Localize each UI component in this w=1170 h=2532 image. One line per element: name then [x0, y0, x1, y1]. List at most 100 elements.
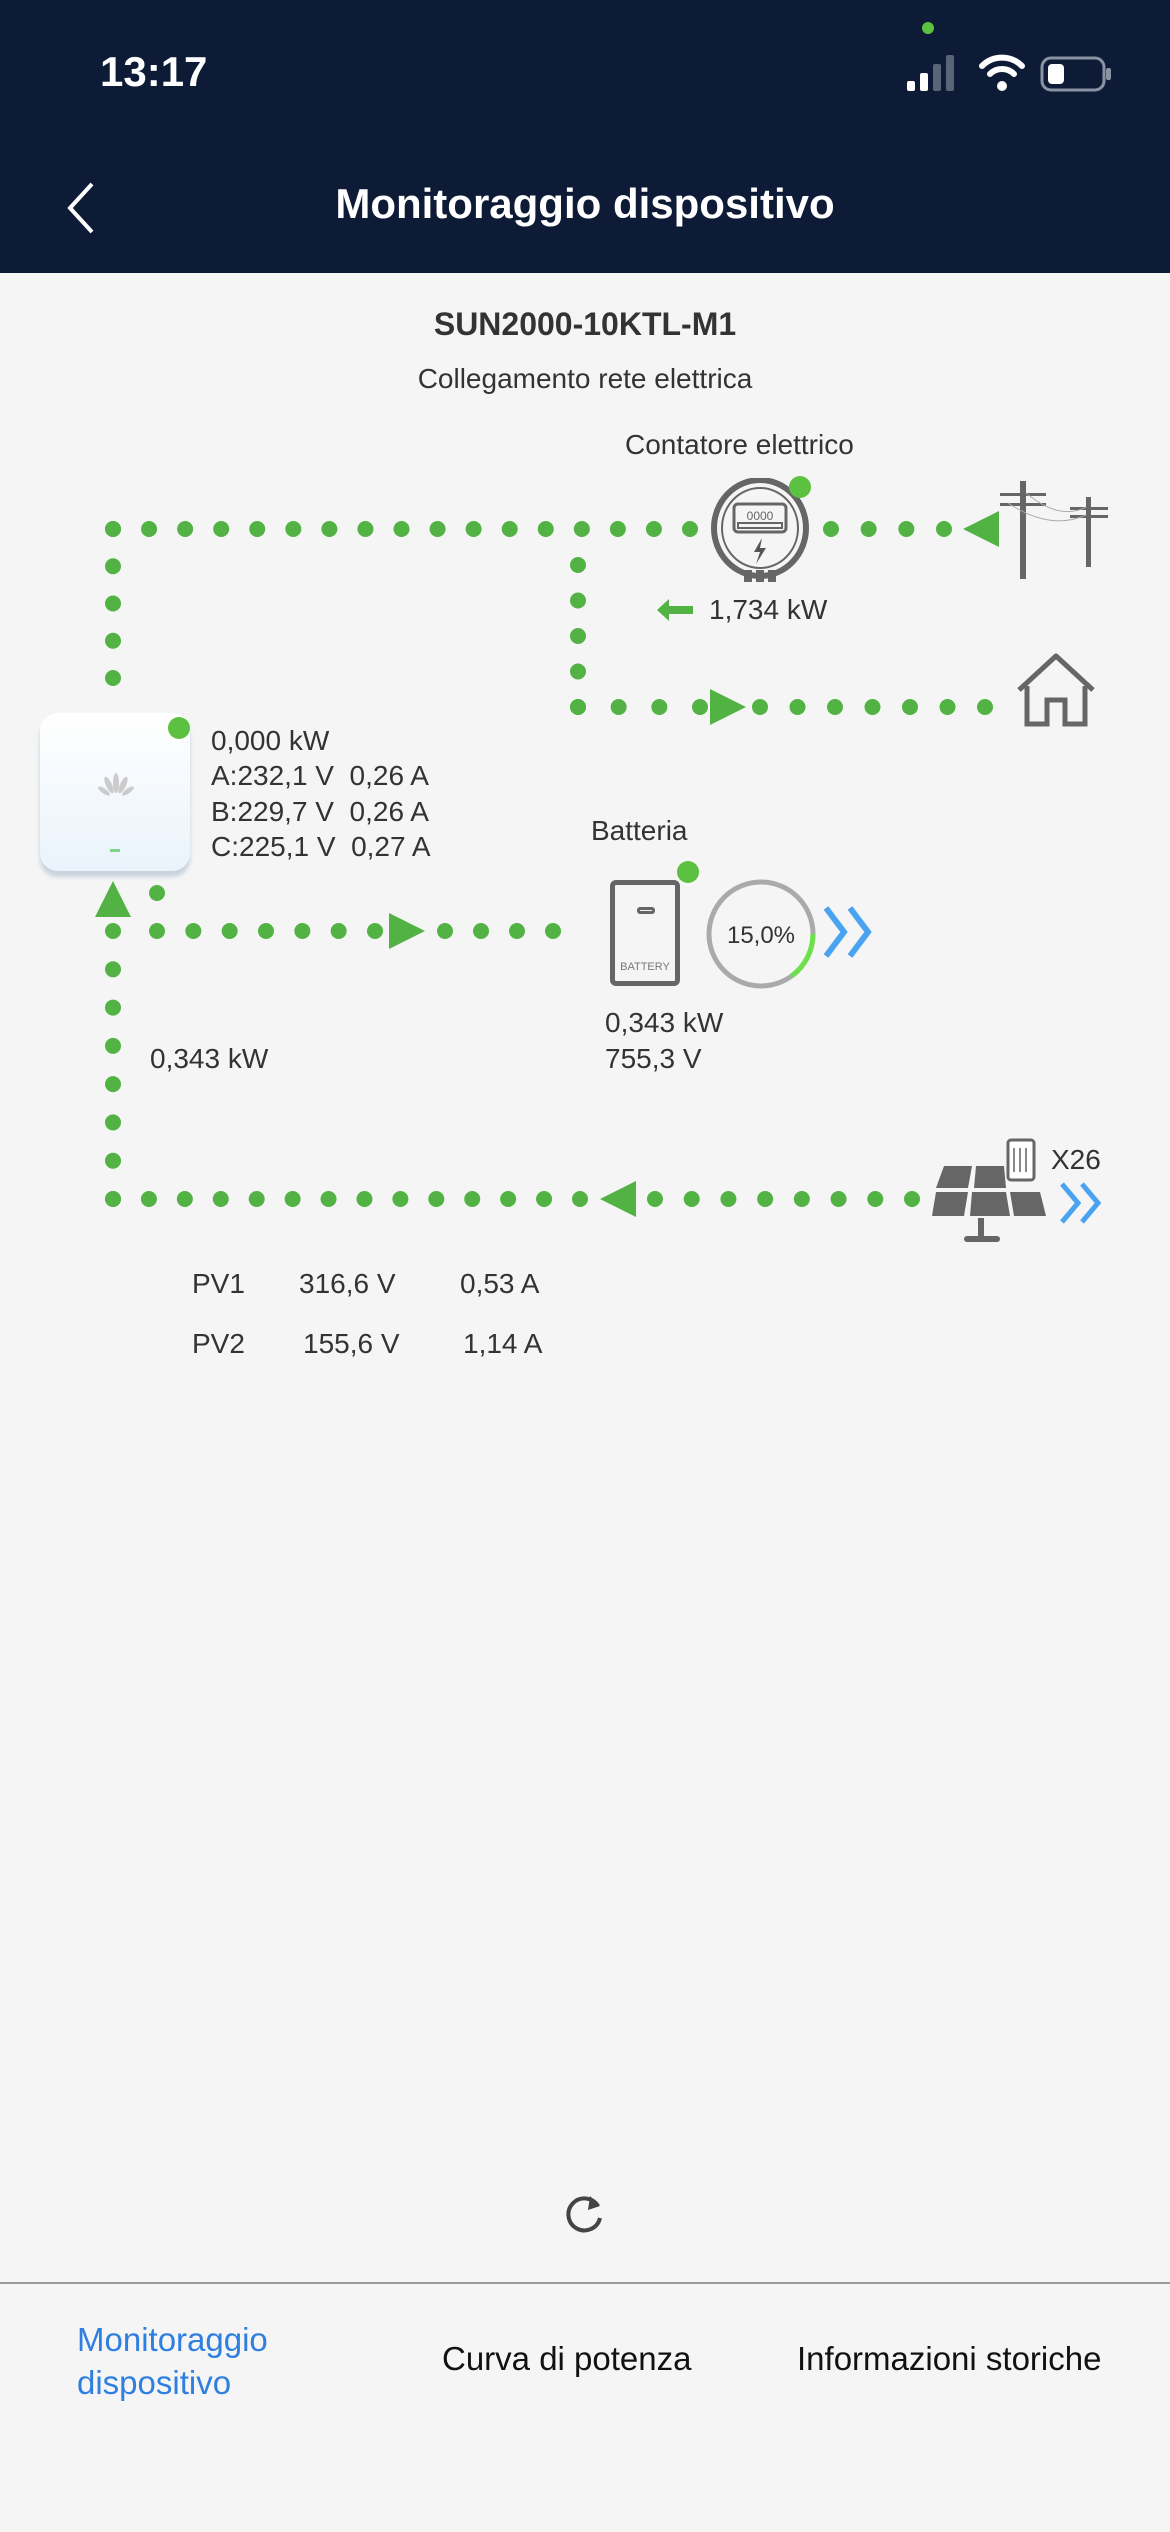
flow-dot-pv	[720, 1191, 737, 1207]
wifi-icon	[979, 54, 1025, 91]
battery-status-icon	[1040, 56, 1111, 92]
flow-dot-grid-meter	[936, 521, 952, 537]
flow-dot-grid-to-inverter	[501, 521, 518, 537]
pv2-voltage: 155,6 V	[303, 1328, 400, 1359]
flow-dot-pv	[140, 1191, 157, 1207]
flow-dot-grid-to-inverter	[645, 521, 662, 537]
flow-dot-pv	[284, 1191, 301, 1207]
flow-dot-battery	[473, 923, 489, 939]
flow-dot-inverter-up	[105, 632, 121, 649]
flow-dot-home	[692, 699, 708, 715]
flow-dot-grid-to-inverter	[609, 521, 626, 537]
flow-dot-home	[827, 699, 843, 715]
flow-dot-battery	[185, 923, 202, 939]
inverter-led	[110, 849, 120, 852]
status-dot	[922, 22, 934, 34]
flow-dot-pv	[105, 999, 121, 1016]
flow-dot-pv	[392, 1191, 409, 1207]
flow-dot-battery	[149, 885, 165, 901]
battery-voltage: 755,3 V	[605, 1043, 702, 1074]
pv1-name: PV1	[192, 1268, 245, 1299]
flow-dot-grid-to-inverter	[393, 521, 410, 537]
pv2-name: PV2	[192, 1328, 245, 1359]
flow-dot-grid-to-inverter	[213, 521, 230, 537]
back-button[interactable]	[62, 178, 102, 238]
flow-dot-grid-to-inverter	[357, 521, 374, 537]
inverter-phase-a: A:232,1 V 0,26 A	[211, 760, 429, 791]
battery-details-chevron-icon[interactable]	[822, 902, 882, 962]
flow-dot-pv	[830, 1191, 847, 1207]
flow-dot-battery	[294, 923, 311, 939]
pv-details-chevron-icon[interactable]	[1058, 1180, 1110, 1226]
flow-dot-meter-down	[570, 628, 586, 644]
pv-panel-count: X26	[1051, 1144, 1101, 1175]
battery-label: Batteria	[591, 815, 688, 846]
flow-dot-home	[752, 699, 768, 715]
electric-meter-icon[interactable]: 0000	[710, 478, 810, 583]
meter-status-dot	[789, 476, 811, 498]
signal-icon	[907, 55, 954, 91]
device-model: SUN2000-10KTL-M1	[433, 306, 737, 342]
flow-dot-pv	[757, 1191, 774, 1207]
tab-monitoraggio-dispositivo[interactable]: Monitoraggio dispositivo	[77, 2321, 268, 2401]
solar-panel-icon[interactable]	[930, 1138, 1052, 1248]
flow-dot-meter-down	[570, 592, 586, 609]
battery-icon-text: BATTERY	[620, 961, 670, 973]
header-bar: 13:17 Monitoraggio dispositivo	[0, 0, 1170, 273]
bottom-tab-bar: Monitoraggio dispositivo Curva di potenz…	[0, 2282, 1170, 2532]
flow-dot-grid-to-inverter	[682, 521, 698, 537]
flow-dot-pv	[176, 1191, 193, 1207]
flow-dot-grid-meter	[860, 521, 877, 537]
pv1-voltage: 316,6 V	[299, 1268, 396, 1299]
flow-dot-inverter-up	[105, 558, 121, 575]
flow-dot-battery	[545, 923, 561, 939]
flow-dot-battery	[330, 923, 347, 939]
flow-arrow-home	[710, 689, 746, 725]
flow-dot-pv	[105, 961, 121, 978]
refresh-button[interactable]	[560, 2190, 608, 2238]
tab-curva-di-potenza[interactable]: Curva di potenza	[442, 2340, 692, 2377]
huawei-logo-icon	[98, 773, 134, 796]
meter-label: Contatore elettrico	[625, 429, 854, 460]
battery-icon[interactable]: BATTERY	[610, 880, 680, 986]
flow-dot-pv	[572, 1191, 588, 1207]
flow-dot-grid-to-inverter	[429, 521, 446, 537]
flow-dot-home	[789, 699, 806, 715]
flow-dot-pv	[248, 1191, 265, 1207]
flow-arrow-grid	[963, 511, 999, 547]
flow-dot-grid-to-inverter	[285, 521, 302, 537]
flow-dot-home	[939, 699, 956, 715]
flow-dot-home	[864, 699, 881, 715]
flow-dot-pv	[867, 1191, 884, 1207]
flow-dot-pv	[647, 1191, 663, 1207]
battery-status-dot	[677, 861, 699, 883]
flow-dot-battery	[509, 923, 525, 939]
flow-dot-pv	[500, 1191, 517, 1207]
flow-dot-grid-to-inverter	[321, 521, 338, 537]
pv1-current: 0,53 A	[460, 1268, 540, 1299]
flow-arrow-battery	[389, 913, 425, 949]
flow-dot-grid-to-inverter	[573, 521, 590, 537]
flow-dot-pv	[105, 1076, 121, 1093]
flow-dot-pv	[793, 1191, 810, 1207]
flow-dot-pv	[320, 1191, 337, 1207]
inverter-phase-b: B:229,7 V 0,26 A	[211, 796, 429, 827]
inverter-icon[interactable]	[40, 713, 190, 871]
flow-dot-pv	[464, 1191, 481, 1207]
flow-dot-pv	[212, 1191, 229, 1207]
flow-dot-pv	[904, 1191, 920, 1207]
inverter-phase-c: C:225,1 V 0,27 A	[211, 831, 431, 862]
battery-power: 0,343 kW	[605, 1007, 724, 1038]
tab-informazioni-storiche[interactable]: Informazioni storiche	[797, 2340, 1102, 2377]
energy-flow-diagram	[95, 511, 999, 1217]
flow-dot-grid-meter	[898, 521, 915, 537]
meter-power: 1,734 kW	[709, 594, 828, 625]
flow-dot-pv	[536, 1191, 553, 1207]
flow-dot-grid-meter	[823, 521, 839, 537]
flow-dot-pv	[428, 1191, 445, 1207]
battery-slot	[637, 907, 655, 914]
flow-dot-pv	[105, 1152, 121, 1169]
flow-dot-pv	[105, 923, 121, 939]
flow-dot-pv	[105, 1114, 121, 1131]
flow-dot-inverter-up	[105, 670, 121, 686]
